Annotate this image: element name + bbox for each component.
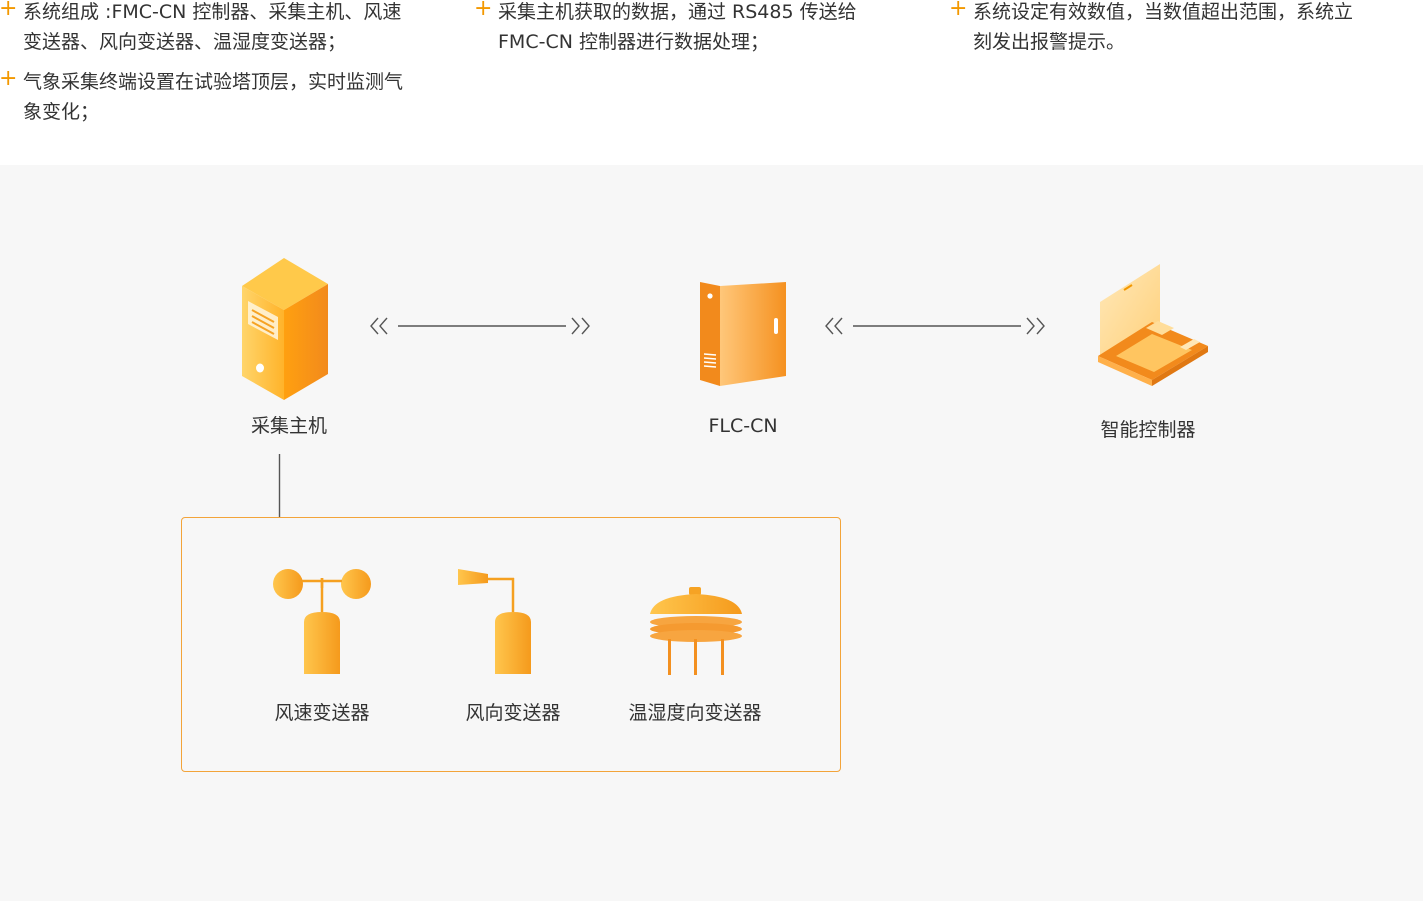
- anemometer-icon: [273, 569, 371, 674]
- plus-icon: +: [0, 66, 18, 91]
- bullet-system-composition: + 系统组成 :FMC-CN 控制器、采集主机、风速 变送器、风向变送器、温湿度…: [0, 0, 423, 57]
- bullet-line: FMC-CN 控制器进行数据处理；: [498, 31, 769, 53]
- wind-vane-icon: [458, 569, 531, 674]
- bullet-terminal-location: + 气象采集终端设置在试验塔顶层，实时监测气 象变化；: [0, 67, 423, 127]
- sensor-label: 风向变送器: [465, 702, 561, 724]
- bullet-line: 刻发出报警提示。: [973, 31, 1126, 53]
- plus-icon: +: [949, 0, 968, 21]
- bullet-line: 采集主机获取的数据，通过 RS485 传送给: [498, 1, 857, 23]
- plus-icon: +: [0, 0, 18, 21]
- bullet-line: 气象采集终端设置在试验塔顶层，实时监测气: [23, 71, 404, 93]
- bullet-line: 象变化；: [23, 101, 100, 123]
- host-label: 采集主机: [250, 415, 327, 437]
- sensor-label: 风速变送器: [274, 702, 370, 724]
- description-section: + 系统组成 :FMC-CN 控制器、采集主机、风速 变送器、风向变送器、温湿度…: [0, 0, 1423, 165]
- bullet-line: 变送器、风向变送器、温湿度变送器；: [23, 31, 347, 53]
- bidirectional-arrow: [370, 317, 590, 335]
- thermo-hygrometer-icon: [650, 587, 742, 675]
- server-icon: [242, 258, 328, 400]
- plus-icon: +: [474, 0, 493, 21]
- bullet-line: 系统设定有效数值，当数值超出范围，系统立: [973, 1, 1354, 23]
- control-cabinet-icon: [700, 282, 786, 386]
- laptop-icon: [1098, 264, 1208, 386]
- connector-line: [278, 454, 281, 518]
- sensor-label: 温湿度向变送器: [628, 702, 762, 724]
- bidirectional-arrow: [825, 317, 1045, 335]
- bullet-data-transmission: + 采集主机获取的数据，通过 RS485 传送给 FMC-CN 控制器进行数据处…: [474, 0, 898, 57]
- sensor-group: [181, 517, 841, 772]
- bullet-line: 系统组成 :FMC-CN 控制器、采集主机、风速: [23, 1, 402, 23]
- controller-label: FLC-CN: [708, 415, 778, 437]
- smart-controller-label: 智能控制器: [1100, 419, 1196, 441]
- bullet-alarm: + 系统设定有效数值，当数值超出范围，系统立 刻发出报警提示。: [949, 0, 1393, 57]
